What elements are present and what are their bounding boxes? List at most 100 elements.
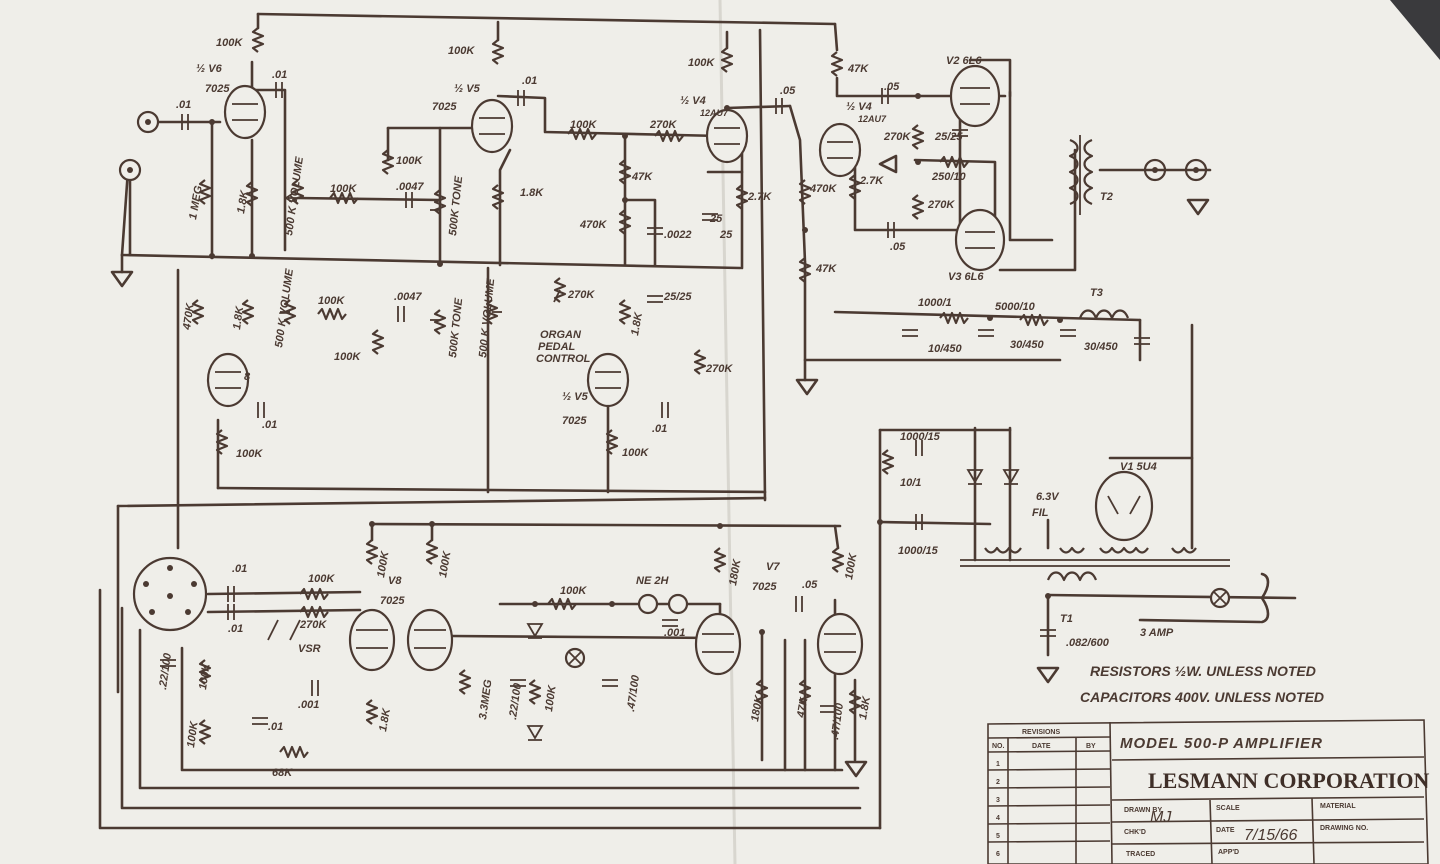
label-v3: V3 6L6 (948, 271, 984, 283)
label-100k-v8a: 100K (375, 549, 392, 578)
label-c001-v8: .001 (298, 699, 319, 711)
wires (98, 12, 1297, 830)
label-c05-v7: .05 (802, 579, 818, 591)
label-18k-v6b: 1.8K (231, 305, 246, 331)
label-18k-v6: 1.8K (235, 189, 251, 215)
label-68k: 68K (272, 767, 293, 779)
label-v1: V1 5U4 (1120, 461, 1157, 473)
label-c082-600: .082/600 (1066, 637, 1110, 649)
label-100k-tone3: 100K (318, 295, 345, 307)
tb-row-1: 1 (996, 761, 1000, 768)
tb-company: LESMANN CORPORATION (1148, 768, 1429, 793)
label-c01-v6b: .01 (262, 419, 277, 431)
label-r250-10: 250/10 (931, 171, 967, 183)
label-33meg: 3.3MEG (477, 678, 495, 720)
label-100k-pedal: 100K (197, 662, 213, 691)
label-100k-mid: 100K (570, 119, 597, 131)
transformers (960, 135, 1230, 582)
label-c05-1: .05 (780, 85, 796, 97)
title-block: REVISIONS NO. DATE BY 1 2 3 4 5 6 MODEL … (987, 719, 1429, 864)
label-47k-v7: 47K (795, 696, 811, 720)
label-c22-100a: .22/100 (157, 652, 174, 691)
label-c30-450a: 30/450 (1010, 339, 1045, 351)
tube-v7b (816, 612, 864, 676)
label-c01-v8a: .01 (232, 563, 247, 575)
tube-v5a (470, 98, 514, 154)
tb-row-2: 2 (996, 779, 1000, 786)
junctions (209, 93, 1063, 635)
tb-row-3: 3 (996, 797, 1000, 804)
label-t1: T1 (1060, 613, 1073, 625)
label-c01-v6: .01 (272, 69, 287, 81)
label-27k-pi: 2.7K (859, 175, 884, 187)
label-v5b-type: 7025 (562, 415, 587, 427)
tb-row-6: 6 (996, 851, 1000, 858)
label-v4b-type: 12AU7 (858, 114, 887, 124)
label-v2: V2 6L6 (946, 55, 982, 67)
label-470k-v6b: 470K (181, 302, 197, 332)
label-c22-100b: .22/100 (507, 682, 524, 721)
label-27k-v4: 2.7K (747, 191, 772, 203)
label-c05-2: .05 (884, 81, 900, 93)
label-270k-pi: 270K (883, 131, 911, 143)
label-c1000-15b: 1000/15 (898, 545, 939, 557)
label-100k-v8: 100K (308, 573, 335, 585)
tb-row-4: 4 (996, 815, 1000, 822)
label-v8: V8 (388, 575, 402, 587)
label-c25: 25 (709, 213, 723, 225)
label-c47-100b: .47/100 (829, 702, 846, 741)
label-c30-450b: 30/450 (1084, 341, 1119, 353)
label-c01-v5b: .01 (652, 423, 667, 435)
label-v6a-type: 7025 (205, 83, 230, 95)
jacks (118, 110, 1270, 669)
tb-chkd: CHK'D (1124, 829, 1146, 836)
tb-material: MATERIAL (1320, 803, 1356, 810)
note-resistors: RESISTORS ½W. UNLESS NOTED (1090, 663, 1316, 679)
label-v7-type: 7025 (752, 581, 777, 593)
label-r5000-10: 5000/10 (995, 301, 1036, 313)
label-100k-neon: 100K (543, 684, 559, 713)
vacuum-tubes (206, 64, 1154, 676)
label-270k-v5b: 270K (705, 363, 733, 375)
tube-v5b (586, 352, 630, 408)
label-vsr: VSR (298, 643, 321, 655)
label-fuse: 3 AMP (1140, 627, 1174, 639)
diodes (526, 469, 1020, 741)
label-100k-v7: 100K (843, 551, 860, 580)
tube-v1 (1094, 470, 1154, 542)
label-c05-3: .05 (890, 241, 906, 253)
tube-v6b (206, 352, 250, 408)
label-fil: FIL (1032, 507, 1049, 519)
label-47k-v4: 47K (847, 63, 869, 75)
label-v5b: ½ V5 (562, 391, 589, 403)
label-100k-v6b: 100K (236, 448, 263, 460)
label-pedal: PEDAL (538, 341, 576, 353)
label-470k-pi: 470K (809, 183, 837, 195)
label-18k-v5b: 1.8K (629, 311, 645, 337)
tb-drawing-no: DRAWING NO. (1320, 825, 1368, 832)
tb-scale: SCALE (1216, 805, 1240, 812)
label-c47-100a: .47/100 (625, 674, 642, 713)
grounds (110, 154, 1210, 778)
label-470k-mid: 470K (579, 219, 607, 231)
label-v6a: ½ V6 (196, 63, 223, 75)
label-c0022: .0022 (664, 229, 692, 241)
notes: RESISTORS ½W. UNLESS NOTED CAPACITORS 40… (1080, 663, 1324, 705)
label-270k-v8: 270K (299, 619, 327, 631)
label-c1000-15a: 1000/15 (900, 431, 941, 443)
component-labels: 100K ½ V6 7025 .01 .01 100K ½ V5 7025 .0… (176, 37, 1174, 779)
label-v5a-type: 7025 (432, 101, 457, 113)
tb-drawn-value: MJ (1150, 809, 1172, 826)
label-organ: ORGAN (540, 329, 582, 341)
label-100k-v5b: 100K (622, 447, 649, 459)
label-t3: T3 (1090, 287, 1103, 299)
tb-drawn-by: DRAWN BY (1124, 807, 1162, 814)
label-c01-v8c: .01 (268, 721, 283, 733)
tube-v8a (348, 608, 396, 672)
label-ne2h: NE 2H (636, 575, 669, 587)
label-100k-v8b: 100K (437, 549, 454, 578)
tb-col-by: BY (1086, 743, 1096, 750)
tb-date-value: 7/15/66 (1244, 827, 1297, 844)
tb-revisions: REVISIONS (1022, 729, 1060, 736)
